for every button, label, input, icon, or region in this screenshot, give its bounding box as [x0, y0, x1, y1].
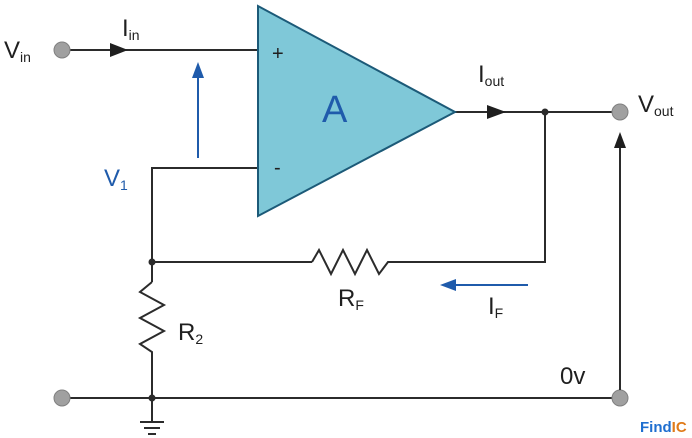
- zero-volt-label: 0v: [560, 363, 585, 390]
- inverting-input-wire: [151, 167, 258, 262]
- vout-terminal: [611, 103, 629, 121]
- resistor-rf: [311, 247, 395, 277]
- if-label: IF: [488, 293, 503, 321]
- v1-up-arrow-icon: [192, 62, 204, 158]
- vout-label: Vout: [638, 91, 674, 119]
- watermark-logo: FindIC: [640, 419, 687, 436]
- plus-label: +: [272, 43, 284, 65]
- ground-icon: [140, 421, 164, 435]
- minus-label: -: [274, 157, 281, 179]
- iout-label: Iout: [478, 61, 504, 89]
- iout-arrowhead-icon: [487, 105, 506, 119]
- vout-arrow-icon: [614, 132, 626, 390]
- opamp-triangle: [257, 4, 458, 218]
- junction-dot-output: [541, 108, 549, 116]
- r2-label: R2: [178, 319, 203, 347]
- ground-terminal-right: [611, 389, 629, 407]
- rf-label: RF: [338, 285, 364, 313]
- junction-dot-ground: [148, 394, 156, 402]
- feedback-wire-right: [395, 112, 546, 263]
- iin-label: Iin: [122, 15, 140, 43]
- junction-dot-feedback: [148, 258, 156, 266]
- ground-terminal-left: [53, 389, 71, 407]
- resistor-r2: [137, 281, 167, 360]
- vin-terminal: [53, 41, 71, 59]
- gain-label: A: [322, 89, 348, 131]
- vin-label: Vin: [4, 37, 31, 65]
- if-left-arrow-icon: [440, 279, 528, 291]
- v1-label: V1: [104, 165, 128, 193]
- iin-arrowhead-icon: [110, 43, 128, 57]
